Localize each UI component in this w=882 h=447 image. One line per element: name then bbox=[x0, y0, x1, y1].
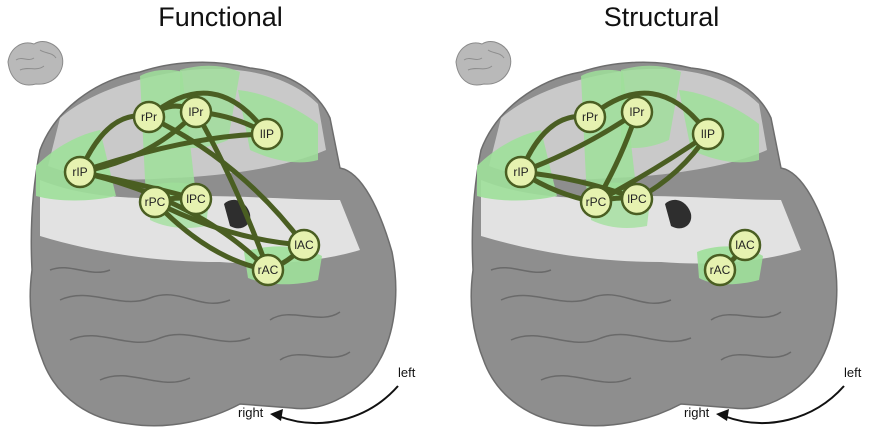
svg-text:rIP: rIP bbox=[513, 165, 528, 179]
brain-illustration bbox=[30, 62, 396, 426]
node-lPC: lPC bbox=[622, 184, 652, 214]
orientation-icon bbox=[8, 42, 63, 85]
svg-text:rPr: rPr bbox=[141, 110, 157, 124]
node-lPr: lPr bbox=[181, 97, 211, 127]
node-rPC: rPC bbox=[581, 187, 611, 217]
orientation-icon bbox=[456, 42, 511, 85]
svg-text:rAC: rAC bbox=[710, 263, 731, 277]
node-lPr: lPr bbox=[622, 97, 652, 127]
svg-text:rPC: rPC bbox=[586, 195, 607, 209]
svg-text:lPr: lPr bbox=[189, 105, 204, 119]
brain-illustration bbox=[471, 62, 837, 426]
direction-label-right: right bbox=[238, 405, 264, 420]
node-lIP: lIP bbox=[252, 119, 282, 149]
node-lAC: lAC bbox=[730, 230, 760, 260]
svg-text:rPC: rPC bbox=[145, 195, 166, 209]
svg-text:rPr: rPr bbox=[582, 110, 598, 124]
node-rPr: rPr bbox=[575, 102, 605, 132]
svg-text:lAC: lAC bbox=[735, 238, 755, 252]
node-rIP: rIP bbox=[65, 157, 95, 187]
node-lAC: lAC bbox=[289, 230, 319, 260]
node-rIP: rIP bbox=[506, 157, 536, 187]
svg-text:lIP: lIP bbox=[701, 127, 715, 141]
direction-label-left: left bbox=[844, 365, 862, 380]
svg-text:lPC: lPC bbox=[627, 192, 647, 206]
structural-diagram: rIP rPr lPr lIP rPC lPC lAC rAC right le… bbox=[441, 0, 882, 447]
node-rPr: rPr bbox=[134, 102, 164, 132]
svg-text:lIP: lIP bbox=[260, 127, 274, 141]
svg-text:rAC: rAC bbox=[258, 263, 279, 277]
node-rPC: rPC bbox=[140, 187, 170, 217]
node-lPC: lPC bbox=[181, 184, 211, 214]
functional-diagram: rIP rPr lPr lIP rPC lPC lAC rAC right le… bbox=[0, 0, 441, 447]
svg-text:rIP: rIP bbox=[72, 165, 87, 179]
node-lIP: lIP bbox=[693, 119, 723, 149]
structural-panel: Structural bbox=[441, 0, 882, 447]
node-rAC: rAC bbox=[253, 255, 283, 285]
direction-label-left: left bbox=[398, 365, 416, 380]
svg-text:lAC: lAC bbox=[294, 238, 314, 252]
node-rAC: rAC bbox=[705, 255, 735, 285]
svg-text:lPr: lPr bbox=[630, 105, 645, 119]
svg-text:lPC: lPC bbox=[186, 192, 206, 206]
functional-panel: Functional bbox=[0, 0, 441, 447]
direction-label-right: right bbox=[684, 405, 710, 420]
